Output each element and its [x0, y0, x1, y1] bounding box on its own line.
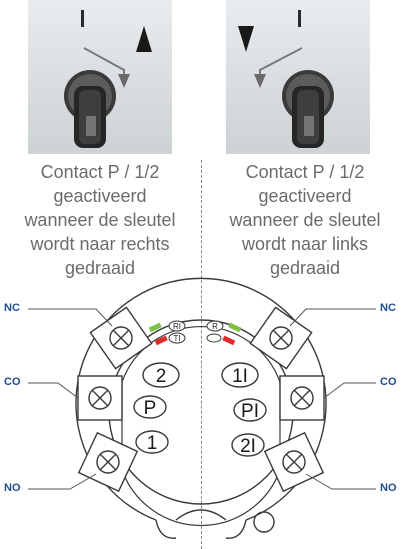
caption-line: geactiveerd [258, 186, 352, 206]
mark-blank-oval [206, 333, 222, 343]
leader-line-no-right [305, 473, 376, 490]
mark-r-oval [206, 320, 224, 332]
terminal-label-nc-right: NC [380, 302, 396, 314]
screw-icon [282, 450, 306, 474]
caption-line: geactiveerd [53, 186, 147, 206]
led-green-left [148, 322, 162, 333]
contact-1-oval [135, 430, 169, 454]
caption-line: wordt naar links [241, 234, 369, 254]
caption-left: Contact P / 1/2 geactiveerd wanneer de s… [5, 160, 195, 280]
contact-2-oval [142, 362, 180, 388]
caption-line: gedraaid [269, 258, 341, 278]
caption-line: wordt naar rechts [30, 234, 170, 254]
mark-label: TI [173, 334, 180, 343]
caption-line: wanneer de sleutel [229, 210, 381, 230]
terminal-label-co-left: CO [4, 376, 21, 388]
terminal-label-no-right: NO [380, 482, 397, 494]
screw-icon [96, 450, 120, 474]
contact-p-oval [133, 395, 167, 419]
mark-label: R [212, 322, 218, 331]
mark-ri-oval [168, 320, 186, 332]
caption-line: Contact P / 1/2 [245, 162, 365, 182]
led-red-left [154, 335, 168, 346]
contact-2i-oval [231, 433, 265, 457]
screw-icon [290, 386, 314, 410]
switch-position-mark-icon [81, 10, 84, 27]
led-red-right [222, 335, 236, 346]
key-switch-photo-right-turn [28, 0, 172, 154]
contact-pi-oval [233, 398, 267, 422]
contact-label-left: P [144, 398, 157, 419]
caption-line: wanneer de sleutel [24, 210, 176, 230]
arrow-down-icon [118, 74, 130, 88]
triangle-down-icon [238, 26, 254, 52]
caption-line: gedraaid [64, 258, 136, 278]
screw-icon [88, 386, 112, 410]
caption-line: Contact P / 1/2 [40, 162, 160, 182]
screw-icon [269, 326, 293, 350]
terminal-label-no-left: NO [4, 482, 21, 494]
caption-right: Contact P / 1/2 geactiveerd wanneer de s… [210, 160, 400, 280]
leader-line-co-left [28, 382, 79, 399]
screw-icon [109, 326, 133, 350]
mark-label: RI [173, 322, 181, 331]
mark-ti-oval [168, 332, 186, 344]
outer-housing-outline [75, 277, 327, 521]
contact-1i-oval [221, 362, 259, 388]
key-switch-photo-left-turn [226, 0, 370, 154]
contact-label-right: PI [241, 401, 259, 422]
leader-line-nc-right [289, 308, 376, 327]
contact-label-right: 2I [240, 436, 256, 457]
dashed-divider [201, 160, 202, 549]
leader-line-nc-left [28, 308, 113, 327]
triangle-up-icon [136, 26, 152, 52]
arrow-down-icon [254, 74, 266, 88]
contact-label-left: 2 [156, 366, 167, 387]
terminal-label-co-right: CO [380, 376, 397, 388]
terminal-label-nc-left: NC [4, 302, 20, 314]
contact-label-left: 1 [147, 433, 158, 454]
leader-line-no-left [28, 473, 97, 490]
led-green-right [228, 322, 242, 333]
contact-label-right: 1I [232, 366, 248, 387]
leader-line-co-right [323, 382, 376, 399]
switch-position-mark-icon [298, 10, 301, 27]
